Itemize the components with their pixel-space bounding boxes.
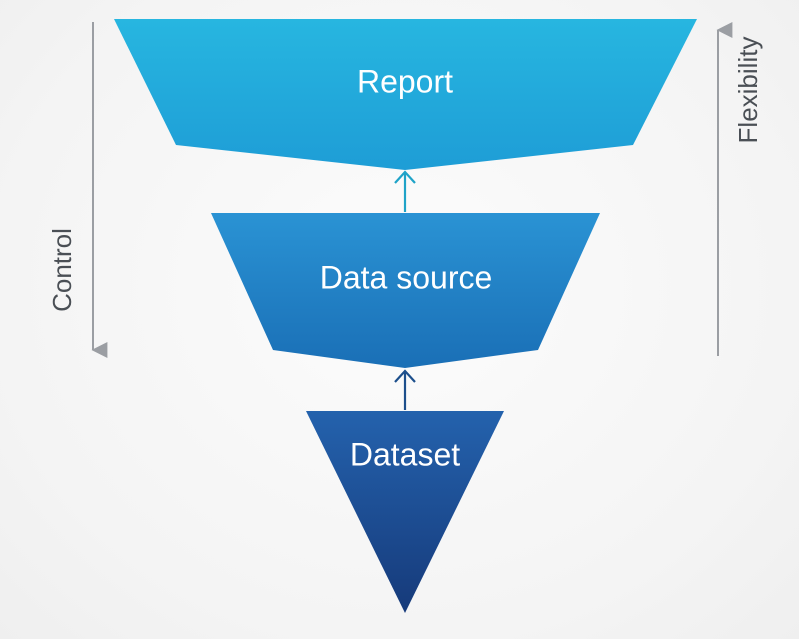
data-source-label: Data source xyxy=(320,259,493,295)
data-source-layer xyxy=(211,213,600,368)
control-axis-label: Control xyxy=(47,228,77,312)
arrow-up-icon xyxy=(394,369,416,410)
dataset-label: Dataset xyxy=(350,436,460,472)
report-label: Report xyxy=(357,63,453,99)
report-layer xyxy=(114,19,697,170)
dataset-layer xyxy=(306,411,504,613)
arrow-up-icon xyxy=(394,170,416,212)
flexibility-axis-label: Flexibility xyxy=(733,37,763,144)
